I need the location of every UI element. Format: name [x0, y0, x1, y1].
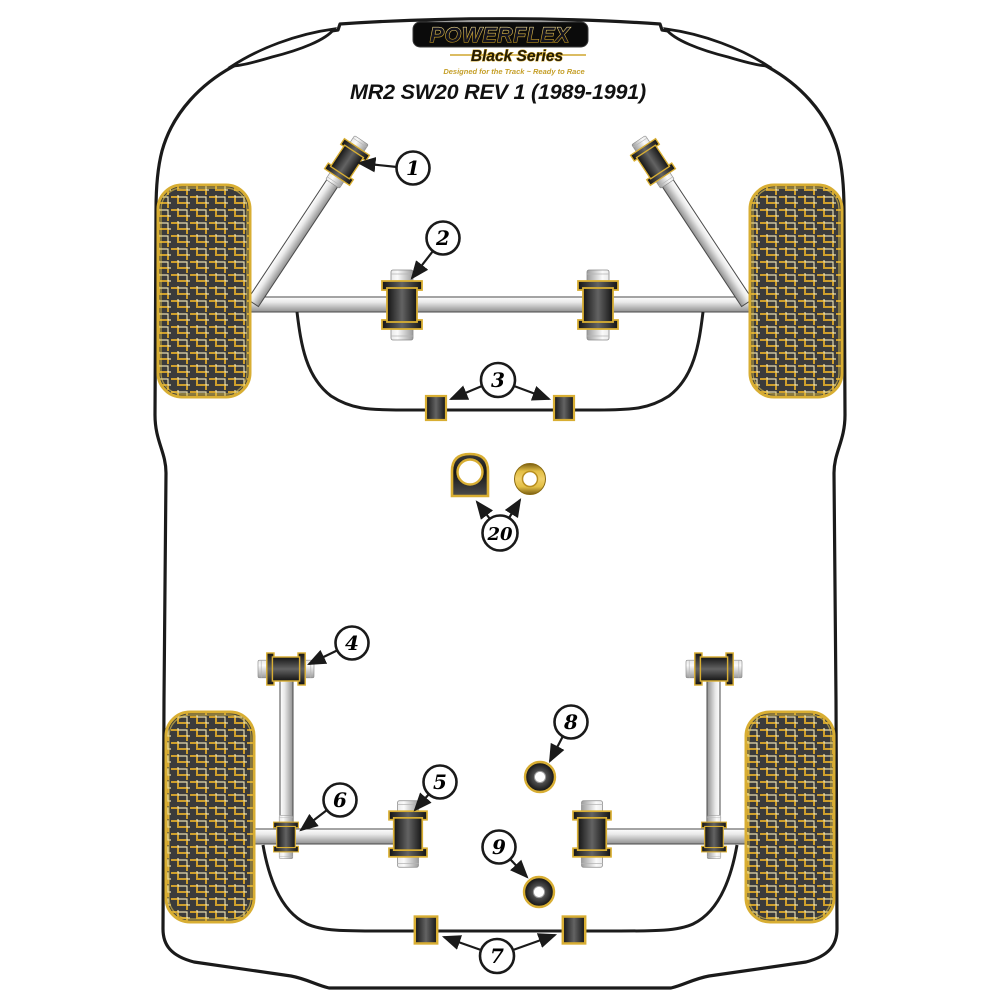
steering-rack-ring-bushing: [514, 463, 546, 495]
tire-front-right: [748, 183, 844, 399]
tire-rear-left: [164, 710, 256, 924]
callout-3-number: 3: [491, 368, 505, 392]
callout-3: 3: [448, 361, 552, 401]
callout-9-circle: [481, 829, 517, 865]
callout-5-number: 5: [433, 770, 447, 794]
callout-2-number: 2: [435, 226, 450, 250]
callout-5-circle: [422, 764, 458, 800]
callout-7-circle: [478, 937, 516, 975]
front-lower-arm-crossmember: [247, 296, 753, 313]
callout-5: 5: [413, 764, 458, 812]
round-bushing-8: [523, 760, 557, 794]
callout-1-number: 1: [406, 156, 420, 180]
callout-8-number: 8: [563, 710, 578, 734]
steering-rack-clamp-bushing: [450, 452, 490, 498]
callout-6-circle: [322, 782, 358, 818]
callout-1: 1: [356, 150, 431, 186]
callout-8: 8: [548, 704, 589, 763]
tire-front-left: [156, 183, 252, 399]
tire-rear-right: [744, 710, 836, 924]
callout-7: 7: [441, 933, 558, 975]
logo-series-text: Black Series: [471, 48, 564, 65]
callout-3-circle: [479, 361, 517, 399]
callout-9: 9: [481, 829, 529, 879]
callout-2-circle: [425, 220, 461, 256]
callout-20: 20: [475, 498, 522, 552]
callout-4-circle: [334, 625, 370, 661]
logo-tagline-text: Designed for the Track ~ Ready to Race: [443, 67, 584, 76]
logo-brand-text: POWERFLEX: [430, 24, 571, 47]
logo-background: [412, 21, 589, 48]
callout-6-number: 6: [333, 788, 347, 812]
callout-6: 6: [299, 782, 358, 832]
callout-4-number: 4: [345, 631, 359, 655]
callout-8-circle: [553, 704, 589, 740]
callout-20-number: 20: [486, 524, 513, 545]
page-title: MR2 SW20 REV 1 (1989-1991): [350, 80, 646, 104]
powerflex-logo: POWERFLEX Black Series Designed for the …: [412, 21, 589, 76]
callout-7-number: 7: [490, 944, 504, 968]
round-bushing-9: [522, 875, 556, 909]
callout-4: 4: [307, 625, 370, 665]
callout-2: 2: [410, 220, 461, 280]
callout-9-number: 9: [492, 835, 506, 859]
callout-1-circle: [395, 150, 431, 186]
callout-20-circle: [481, 514, 519, 552]
